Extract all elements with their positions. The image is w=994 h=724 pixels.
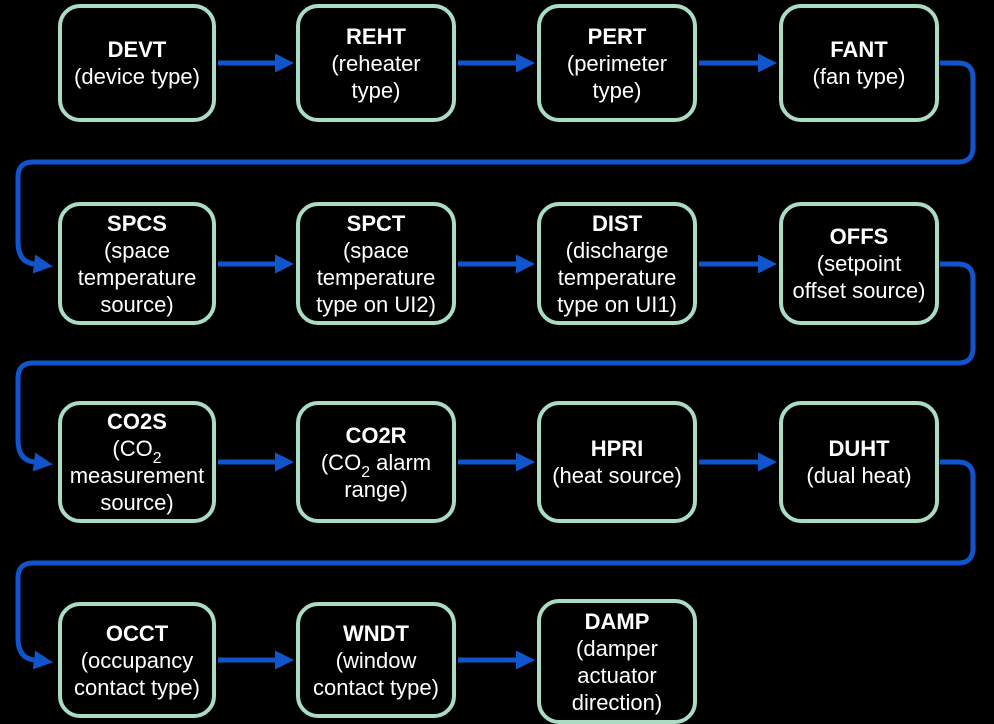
- box-label-line: source): [100, 490, 174, 515]
- connector-offs-co2s: [15, 261, 976, 472]
- box-code: REHT: [346, 23, 406, 49]
- box-label-line: temperature: [77, 264, 197, 290]
- box-label-line: type on UI1): [557, 291, 677, 317]
- box-label-line: type): [351, 77, 401, 103]
- box-label-line: (setpoint: [816, 251, 902, 276]
- box-code: PERT: [587, 23, 647, 49]
- box-code: SPCS: [107, 210, 167, 236]
- connector-fant-spcs: [15, 60, 976, 274]
- box-code: OFFS: [829, 224, 889, 249]
- box-label-line: temperature: [316, 264, 436, 290]
- box-label-line: measurement: [69, 463, 205, 488]
- box-label-line: (heat source): [552, 463, 682, 488]
- box-label-line: (dual heat): [806, 463, 912, 488]
- box-code: DAMP: [584, 608, 650, 634]
- box-code: WNDT: [343, 620, 409, 646]
- box-code: DIST: [591, 210, 643, 236]
- box-label-line: (space: [342, 237, 410, 263]
- box-code: OCCT: [105, 620, 169, 646]
- box-code: DUHT: [828, 436, 890, 461]
- connector-duht-occt: [15, 459, 976, 670]
- box-code: HPRI: [590, 436, 644, 461]
- box-label-line: offset source): [792, 278, 926, 303]
- box-code: CO2S: [107, 409, 167, 434]
- box-label-line: (CO2 alarm: [320, 449, 432, 481]
- box-label-line: range): [344, 476, 408, 502]
- box-label-line: contact type): [74, 674, 200, 700]
- box-label-line: (reheater: [331, 50, 421, 76]
- box-label-line: (perimeter: [566, 50, 668, 76]
- box-label-line: (fan type): [812, 64, 906, 89]
- box-label-line: (occupancy: [80, 647, 194, 673]
- box-code: CO2R: [345, 422, 407, 448]
- box-label-line: (space: [103, 237, 171, 263]
- box-label-line: (window: [335, 647, 417, 673]
- box-label-line: source): [100, 291, 174, 317]
- flow-box-duht: DUHT(dual heat): [779, 401, 939, 523]
- box-label-line: type): [592, 77, 642, 103]
- box-label-line: temperature: [557, 264, 677, 290]
- flow-box-fant: FANT(fan type): [779, 4, 939, 122]
- box-label-line: (discharge: [565, 237, 669, 263]
- box-label-line: (device type): [74, 64, 200, 89]
- box-code: DEVT: [107, 37, 167, 62]
- box-code: SPCT: [346, 210, 406, 236]
- box-label-line: contact type): [313, 674, 439, 700]
- box-label-line: (damper: [576, 635, 658, 661]
- box-label-line: actuator: [577, 662, 657, 688]
- box-code: FANT: [830, 37, 888, 62]
- box-label-line: (CO2: [112, 436, 162, 468]
- box-label-line: direction): [571, 689, 663, 715]
- flow-box-hpri: HPRI(heat source): [537, 401, 697, 523]
- box-label-line: type on UI2): [316, 291, 436, 317]
- flow-box-devt: DEVT(device type): [58, 4, 216, 122]
